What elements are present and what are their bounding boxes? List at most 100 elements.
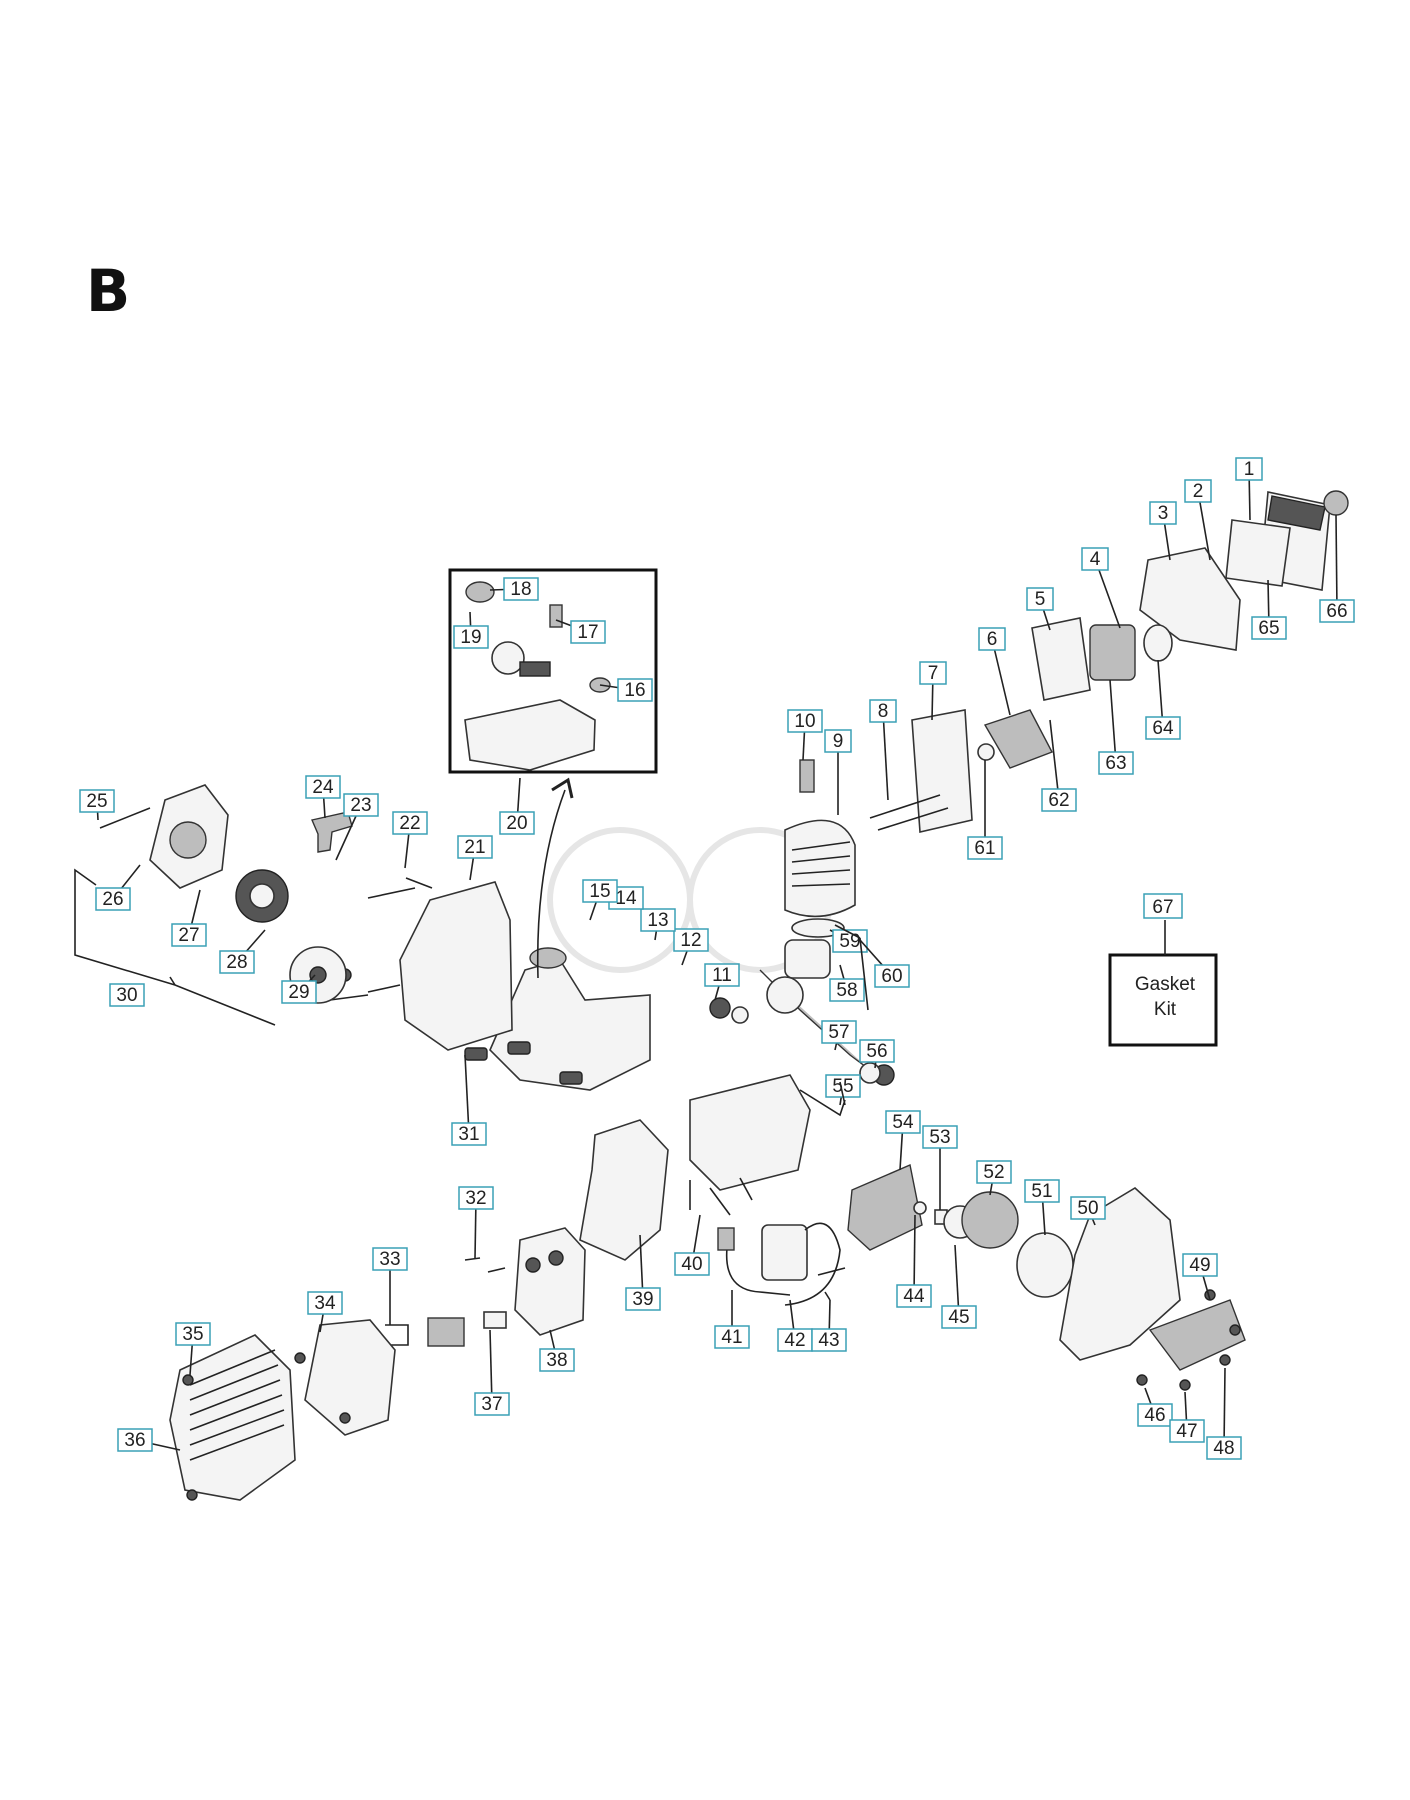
callout-27-box: [171, 923, 207, 947]
callout-45-number: 45: [948, 1307, 969, 1328]
callout-48-box: [1206, 1436, 1242, 1460]
callout-30-number: 30: [116, 985, 137, 1006]
callout-21-box: [457, 835, 493, 859]
callout-16-box: [617, 678, 653, 702]
callout-53-number: 53: [929, 1127, 950, 1148]
callout-43-number: 43: [818, 1330, 839, 1351]
callout-34-box: [307, 1291, 343, 1315]
ground-wire: [784, 1222, 841, 1306]
callout-11-box: [704, 963, 740, 987]
tank-strainer: [491, 641, 525, 675]
callout-28-number: 28: [226, 952, 247, 973]
muffler-bolt: [487, 1267, 506, 1273]
housing-bolt: [367, 984, 401, 993]
callout-5-number: 5: [1035, 589, 1046, 610]
callout-38-box: [539, 1348, 575, 1372]
callout-26-box: [95, 887, 131, 911]
starter-core: [169, 821, 207, 859]
flywheel: [847, 1164, 923, 1251]
callout-28-box: [219, 950, 255, 974]
callout-62-box: [1041, 788, 1077, 812]
inset-arrow: [536, 789, 566, 979]
bracket-30-tick: [169, 976, 176, 986]
callout-22-box: [392, 811, 428, 835]
bracket-30: [74, 868, 276, 1026]
muffler-gasket: [483, 1311, 507, 1329]
shaft-coupling: [1148, 1299, 1246, 1371]
spark-plug-boot: [717, 1227, 735, 1251]
callout-38-number: 38: [546, 1350, 567, 1371]
gasket: [1143, 624, 1173, 662]
callout-50-box: [1070, 1196, 1106, 1220]
callout-36-number: 36: [124, 1430, 145, 1451]
callout-66-number: 66: [1326, 601, 1347, 622]
housing-bolt: [367, 887, 416, 899]
muffler-port: [525, 1257, 541, 1273]
callout-35-number: 35: [182, 1324, 203, 1345]
callout-40-number: 40: [681, 1254, 702, 1275]
callout-40-box: [674, 1252, 710, 1276]
callout-36-box: [117, 1428, 153, 1452]
callout-63-number: 63: [1105, 753, 1126, 774]
damper: [559, 1071, 583, 1085]
intake-manifold: [983, 709, 1053, 769]
callout-26-number: 26: [102, 889, 123, 910]
gasket-kit-label-1: Gasket: [1135, 974, 1196, 995]
bracket-55: [799, 1081, 846, 1117]
callout-1-number: 1: [1244, 459, 1255, 480]
callout-12-number: 12: [680, 930, 701, 951]
washer: [913, 1201, 927, 1215]
callout-2-box: [1184, 479, 1212, 503]
callout-62-leader: [1049, 719, 1060, 801]
piston: [784, 939, 831, 979]
muffler-plate: [427, 1317, 465, 1347]
callout-49-number: 49: [1189, 1255, 1210, 1276]
clutch-drum: [1016, 1232, 1074, 1298]
screw: [1179, 1379, 1191, 1391]
callout-29-number: 29: [288, 982, 309, 1003]
callout-60-number: 60: [881, 966, 902, 987]
callout-66-box: [1319, 599, 1355, 623]
module-screw: [824, 1291, 831, 1301]
callout-3-number: 3: [1158, 503, 1169, 524]
callout-15-box: [582, 879, 618, 903]
fuel-filter: [549, 604, 563, 628]
callout-46-number: 46: [1144, 1405, 1165, 1426]
muffler-heat-shield: [579, 1119, 669, 1261]
cover-screw: [339, 1412, 351, 1424]
callout-44-leader: [913, 1214, 916, 1297]
piston-ring: [791, 918, 845, 938]
callout-31-leader: [464, 1054, 470, 1135]
callout-6-box: [978, 627, 1006, 651]
callout-18-number: 18: [510, 579, 531, 600]
engine-cover: [169, 1334, 296, 1501]
screw: [1136, 1374, 1148, 1386]
callout-17-number: 17: [577, 622, 598, 643]
section-label: B: [86, 257, 131, 325]
callout-51-box: [1024, 1179, 1060, 1203]
callout-4-box: [1081, 547, 1109, 571]
callout-56-number: 56: [866, 1041, 887, 1062]
fuel-system-inset: [448, 568, 658, 774]
callout-47-box: [1169, 1419, 1205, 1443]
module-screw: [817, 1267, 846, 1276]
callout-39-number: 39: [632, 1289, 653, 1310]
cover-screw: [186, 1489, 198, 1501]
gasket-kit-label-2: Kit: [1154, 999, 1177, 1020]
callout-1-box: [1235, 457, 1263, 481]
callout-56-box: [859, 1039, 895, 1063]
screw: [1219, 1354, 1231, 1366]
bracket-60: [834, 924, 869, 1011]
muffler-bolt: [464, 1257, 481, 1261]
callout-13-number: 13: [647, 910, 668, 931]
carburetor: [1089, 624, 1136, 681]
callout-33-number: 33: [379, 1249, 400, 1270]
parts-illustrations: [99, 490, 1349, 1501]
callout-37-box: [474, 1392, 510, 1416]
callout-30-box: [109, 983, 145, 1007]
fuel-cap: [529, 947, 567, 969]
callout-67-box: [1143, 893, 1183, 919]
crankcase-bolt: [739, 1177, 753, 1201]
callout-6-leader: [991, 638, 1011, 716]
